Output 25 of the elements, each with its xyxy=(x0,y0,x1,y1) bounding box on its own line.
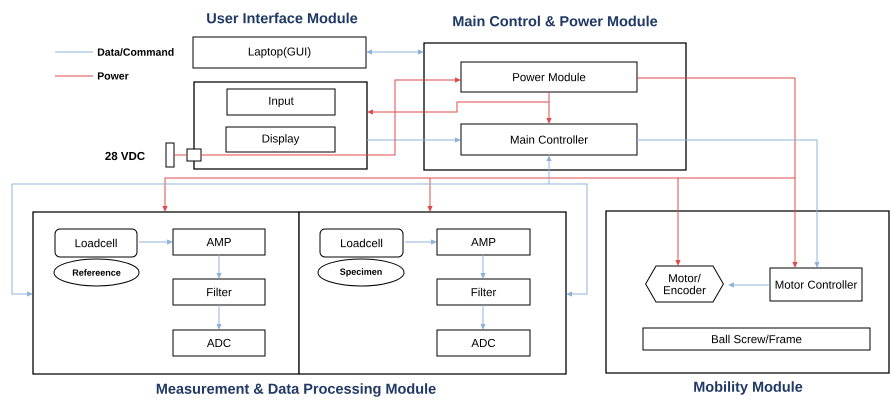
process-box: Filter xyxy=(436,278,530,306)
process-box: Power Module xyxy=(460,62,638,92)
voltage-label: 28 VDC xyxy=(105,152,145,160)
sensor-box: Loadcell xyxy=(320,228,404,258)
connector xyxy=(174,154,188,156)
module-heading: Mobility Module xyxy=(694,381,802,395)
connector-symbol xyxy=(186,148,202,162)
module-heading: Measurement & Data Processing Module xyxy=(156,383,436,397)
arrow xyxy=(548,154,588,297)
process-box: Input xyxy=(226,88,336,116)
legend-label: Power xyxy=(98,72,129,80)
module-heading: User Interface Module xyxy=(207,12,358,24)
process-box: Ball Screw/Frame xyxy=(642,328,870,350)
process-box: AMP xyxy=(172,228,266,256)
module-heading: Main Control & Power Module xyxy=(453,16,658,26)
process-box: Main Controller xyxy=(460,124,638,156)
process-box: Motor Controller xyxy=(770,268,862,302)
sensor-box: Loadcell xyxy=(54,228,138,258)
process-box: Display xyxy=(226,126,336,152)
process-box: AMP xyxy=(436,228,530,256)
process-box: ADC xyxy=(436,330,530,356)
process-box: Filter xyxy=(172,278,266,306)
legend-label: Data/Command xyxy=(98,48,174,56)
device-box: Laptop(GUI) xyxy=(192,36,366,68)
process-box: ADC xyxy=(172,330,266,356)
